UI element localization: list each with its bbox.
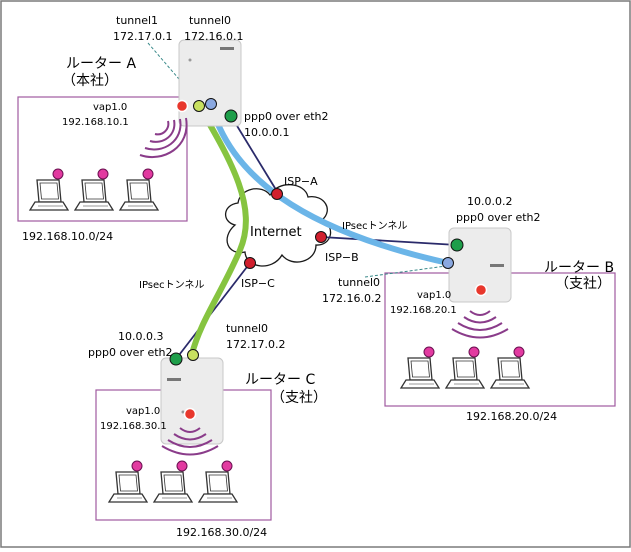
pc-dot: [423, 346, 435, 358]
wifi-waves-a: [139, 117, 188, 159]
lan-a-label: 192.168.10.0/24: [22, 230, 113, 243]
router-c-tunnel0-label: tunnel0: [226, 322, 268, 335]
pc-dot: [52, 168, 64, 180]
pc-dot: [468, 346, 480, 358]
router-b-ppp-label: ppp0 over eth2: [456, 211, 541, 224]
pc-dot: [513, 346, 525, 358]
router-c-tunnel0-ip: 172.17.0.2: [226, 338, 285, 351]
isp-a-dot: [271, 188, 283, 200]
router-b-vap-ip: 192.168.20.1: [390, 305, 457, 316]
vap-c-dot: [183, 407, 197, 421]
vap-a-dot: [175, 99, 189, 113]
lan-b-label: 192.168.20.0/24: [466, 410, 557, 423]
router-b-ppp-ip: 10.0.0.2: [467, 195, 512, 208]
laptop-c-2: [153, 471, 193, 503]
router-b-site: （支社）: [555, 276, 611, 292]
laptop-b-2: [445, 357, 485, 389]
tunnel0-b-dot: [442, 257, 454, 269]
router-a-ppp-ip: 10.0.0.1: [244, 126, 289, 139]
laptop-b-1: [400, 357, 440, 389]
pc-dot: [176, 460, 188, 472]
router-a-name: ルーター A: [66, 56, 136, 72]
laptop-c-1: [108, 471, 148, 503]
router-a-tunnel1-ip: 172.17.0.1: [113, 30, 172, 43]
pc-dot: [142, 168, 154, 180]
lan-box-a: [17, 96, 188, 222]
pc-dot: [221, 460, 233, 472]
tunnel-green: [189, 103, 249, 357]
wire-c: [175, 262, 251, 360]
isp-c-label: ISP−C: [241, 277, 275, 290]
laptop-a-2: [74, 179, 114, 211]
ipsec-label-c: IPsecトンネル: [139, 279, 204, 291]
lan-c-label: 192.168.30.0/24: [176, 526, 267, 539]
router-c-name: ルーター C: [245, 372, 315, 388]
isp-a-label: ISP−A: [284, 175, 318, 188]
router-c-site: （支社）: [271, 390, 327, 406]
leader-tunnel0-b: [364, 265, 447, 278]
pc-dot: [131, 460, 143, 472]
laptop-b-3: [490, 357, 530, 389]
router-a-site: （本社）: [62, 73, 118, 89]
router-b-tunnel0-label: tunnel0: [338, 276, 380, 289]
tunnel0-a-dot: [205, 98, 217, 110]
laptop-c-3: [198, 471, 238, 503]
router-a-vap-label: vap1.0: [93, 102, 127, 113]
router-c-ppp-label: ppp0 over eth2: [88, 346, 173, 359]
pc-dot: [97, 168, 109, 180]
wire-a: [230, 115, 279, 194]
router-b-tunnel0-ip: 172.16.0.2: [322, 292, 381, 305]
wifi-waves-c: [161, 427, 219, 456]
ppp-c-dot: [169, 352, 183, 366]
router-a-vap-ip: 192.168.10.1: [62, 117, 129, 128]
vap-b-dot: [474, 283, 488, 297]
router-b-vap-label: vap1.0: [417, 290, 451, 301]
router-c-vap-ip: 192.168.30.1: [100, 421, 167, 432]
isp-b-dot: [315, 231, 327, 243]
router-c-vap-label: vap1.0: [126, 406, 160, 417]
isp-c-dot: [244, 257, 256, 269]
isp-b-label: ISP−B: [325, 251, 359, 264]
ppp-a-dot: [224, 109, 238, 123]
ipsec-label-b: IPsecトンネル: [342, 220, 407, 232]
ppp-b-dot: [450, 238, 464, 252]
router-a-tunnel1-label: tunnel1: [116, 14, 158, 27]
tunnel1-a-dot: [193, 100, 205, 112]
wifi-waves-b: [451, 310, 509, 339]
wire-b: [320, 236, 458, 246]
router-c-ppp-ip: 10.0.0.3: [118, 330, 163, 343]
laptop-a-3: [119, 179, 159, 211]
router-a-tunnel0-label: tunnel0: [189, 14, 231, 27]
internet-label: Internet: [250, 225, 302, 240]
router-b-name: ルーター B: [544, 260, 614, 276]
laptop-a-1: [29, 179, 69, 211]
tunnel0-c-dot: [187, 349, 199, 361]
router-a-tunnel0-ip: 172.16.0.1: [184, 30, 243, 43]
router-a-ppp-label: ppp0 over eth2: [244, 110, 329, 123]
